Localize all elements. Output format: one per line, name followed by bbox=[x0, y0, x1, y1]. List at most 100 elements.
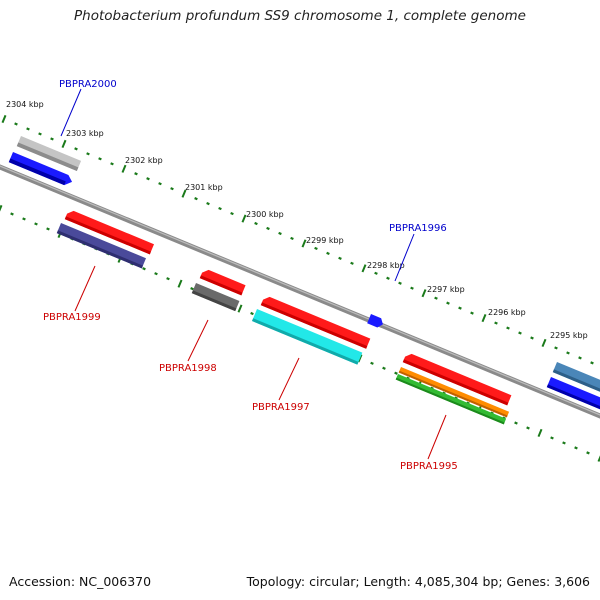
scale-dash bbox=[506, 326, 510, 330]
feature-pbpra1998-cog[interactable] bbox=[191, 283, 240, 312]
scale-label-2301: 2301 kbp bbox=[185, 183, 223, 192]
scale-dash bbox=[554, 346, 558, 350]
feature-pbpra2000-gene[interactable] bbox=[8, 152, 74, 187]
scale-dash bbox=[14, 122, 18, 126]
scale-label-2302: 2302 kbp bbox=[125, 156, 163, 165]
scale-dash bbox=[34, 222, 38, 226]
scale-dash bbox=[350, 261, 354, 265]
leader-pbpra1998 bbox=[187, 319, 209, 362]
scale-dash bbox=[154, 272, 158, 276]
leader-pbpra1995 bbox=[427, 414, 447, 460]
genome-summary-text: Topology: circular; Length: 4,085,304 bp… bbox=[246, 574, 590, 589]
scale-dash bbox=[230, 211, 234, 216]
feature-right-edge-gene[interactable] bbox=[546, 377, 600, 411]
scale-dash bbox=[562, 441, 566, 445]
gene-label-pbpra1995[interactable]: PBPRA1995 bbox=[400, 461, 458, 472]
gene-label-pbpra1999[interactable]: PBPRA1999 bbox=[43, 312, 101, 323]
accession-text: Accession: NC_006370 bbox=[9, 574, 152, 589]
scale-dash bbox=[241, 214, 247, 223]
scale-dash bbox=[250, 311, 254, 316]
scale-label-2295: 2295 kbp bbox=[550, 331, 588, 340]
scale-label-2296: 2296 kbp bbox=[488, 308, 526, 317]
scale-dash bbox=[374, 271, 378, 275]
scale-dash bbox=[586, 451, 590, 455]
scale-dash bbox=[206, 202, 210, 206]
scale-dash bbox=[518, 331, 522, 335]
chromosome-backbone bbox=[0, 164, 600, 419]
gene-label-pbpra1997[interactable]: PBPRA1997 bbox=[252, 402, 310, 413]
feature-pbpra1995-cog-green[interactable] bbox=[395, 374, 507, 425]
scale-dash bbox=[446, 301, 450, 305]
scale-dash bbox=[526, 426, 530, 430]
scale-dash bbox=[0, 204, 3, 212]
feature-pbpra2000-cog[interactable] bbox=[16, 136, 82, 172]
scale-label-2298: 2298 kbp bbox=[367, 261, 405, 270]
feature-pbpra1997-cog[interactable] bbox=[252, 309, 363, 365]
scale-dash bbox=[177, 279, 183, 288]
scale-dash bbox=[514, 421, 518, 425]
chromosome-backbone-highlight bbox=[0, 165, 600, 416]
scale-dash bbox=[326, 251, 330, 255]
scale-dash bbox=[237, 304, 243, 313]
scale-dash bbox=[1, 114, 7, 124]
leader-pbpra1996 bbox=[394, 233, 415, 282]
scale-dash bbox=[146, 177, 150, 181]
scale-dash bbox=[61, 139, 67, 148]
scale-dash bbox=[530, 336, 534, 340]
feature-pbpra1998-gene[interactable] bbox=[199, 268, 246, 296]
features bbox=[8, 136, 600, 425]
scale-label-2297: 2297 kbp bbox=[427, 285, 465, 294]
scale-label-2299: 2299 kbp bbox=[306, 236, 344, 245]
feature-pbpra1997-gene[interactable] bbox=[260, 295, 371, 349]
scale-dash bbox=[410, 286, 414, 290]
scale-dash bbox=[382, 366, 386, 370]
scale-label-2304: 2304 kbp bbox=[6, 100, 44, 109]
leader-pbpra1999 bbox=[74, 265, 96, 312]
feature-pbpra1996-gene[interactable] bbox=[367, 314, 385, 329]
scale-dash bbox=[597, 455, 600, 462]
feature-pbpra1995-gene[interactable] bbox=[402, 352, 512, 406]
scale-dash bbox=[38, 132, 42, 136]
scale-dash bbox=[254, 221, 258, 226]
scale-dash bbox=[301, 239, 307, 248]
scale-dash bbox=[394, 371, 398, 375]
feature-pbpra1995-cog-orange[interactable] bbox=[398, 367, 510, 418]
scale-dash bbox=[190, 287, 194, 291]
scale-dash bbox=[357, 354, 363, 363]
gene-label-pbpra1996[interactable]: PBPRA1996 bbox=[389, 223, 447, 234]
gene-label-pbpra2000[interactable]: PBPRA2000 bbox=[59, 79, 117, 90]
scale-dash bbox=[458, 306, 462, 310]
scale-dash bbox=[398, 281, 402, 285]
scale-dash bbox=[218, 206, 222, 211]
scale-dash bbox=[541, 338, 547, 348]
scale-dash bbox=[386, 276, 390, 280]
feature-right-edge-cog[interactable] bbox=[552, 362, 600, 396]
scale-dash bbox=[470, 311, 474, 315]
scale-dash bbox=[266, 226, 270, 231]
scale-labels: 2304 kbp 2303 kbp 2302 kbp 2301 kbp 2300… bbox=[6, 100, 588, 340]
scale-dash bbox=[370, 361, 374, 365]
scale-dash bbox=[361, 264, 367, 273]
scale-dash bbox=[494, 321, 498, 325]
scale-dash bbox=[10, 212, 14, 216]
feature-pbpra1999-cog[interactable] bbox=[56, 223, 146, 269]
scale-label-2300: 2300 kbp bbox=[246, 210, 284, 219]
scale-dash bbox=[314, 246, 318, 250]
scale-dash bbox=[22, 217, 26, 221]
feature-pbpra1999-gene[interactable] bbox=[64, 209, 154, 255]
scale-dash bbox=[550, 436, 554, 440]
scale-dash bbox=[278, 231, 282, 236]
gene-label-pbpra1998[interactable]: PBPRA1998 bbox=[159, 363, 217, 374]
scale-dash bbox=[142, 267, 146, 271]
scale-dash bbox=[121, 164, 127, 173]
map-title: Photobacterium profundum SS9 chromosome … bbox=[74, 8, 526, 24]
scale-dash bbox=[290, 236, 294, 241]
scale-dash bbox=[110, 162, 114, 166]
scale-dash bbox=[50, 137, 54, 141]
scale-dash bbox=[181, 189, 187, 198]
leader-pbpra2000 bbox=[60, 88, 82, 137]
scale-dash bbox=[26, 127, 30, 131]
scale-dash bbox=[481, 314, 487, 323]
scale-dash bbox=[170, 187, 174, 191]
